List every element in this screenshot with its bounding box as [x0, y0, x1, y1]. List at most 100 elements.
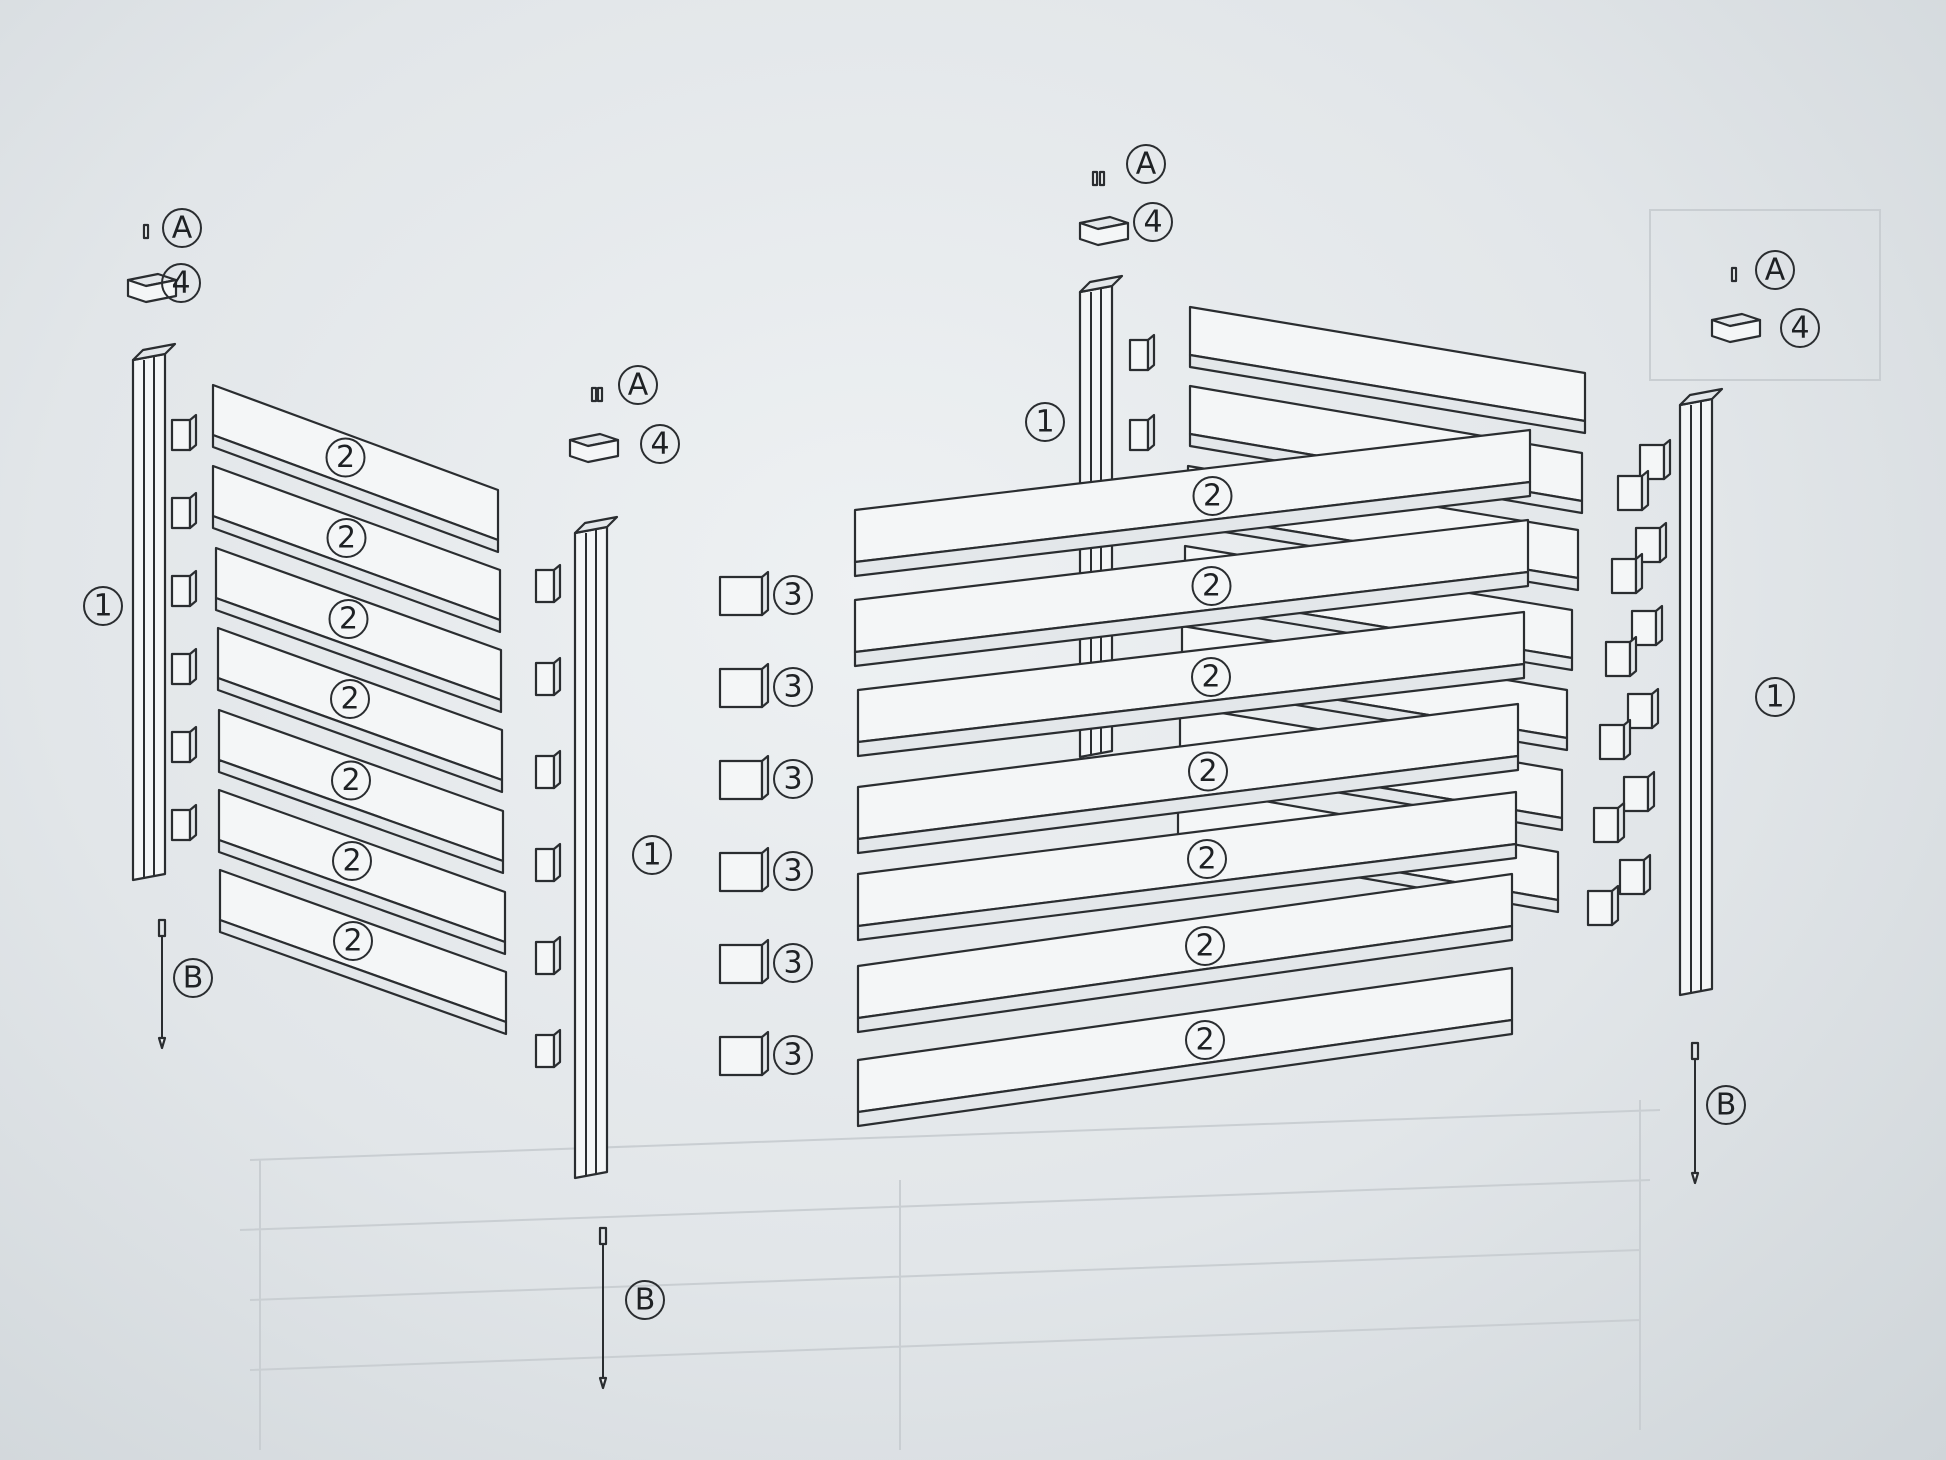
label-screw-left-outer-circle — [162, 208, 202, 248]
block-loose-2-front — [718, 667, 764, 709]
label-board-left-7: 2 — [333, 921, 373, 961]
block-loose-6 — [718, 1030, 770, 1077]
block-left-inner-6 — [534, 1028, 562, 1069]
block-right-front-5-front — [1592, 806, 1620, 844]
board-left-4 — [216, 626, 504, 794]
block-loose-3 — [718, 754, 770, 801]
block-left-outer-6-front — [170, 808, 192, 842]
post-left-outer — [131, 342, 177, 882]
screw-left-outer — [142, 223, 150, 240]
block-back-2 — [1128, 413, 1156, 452]
block-right-front-1 — [1616, 469, 1650, 512]
board-left-3 — [214, 546, 503, 714]
label-board-front-2-circle — [1191, 566, 1232, 606]
block-right-front-6 — [1586, 884, 1620, 927]
block-left-outer-2-side — [188, 491, 198, 530]
board-front-3-edge — [856, 662, 1526, 758]
label-block-5: 3 — [773, 943, 813, 983]
block-loose-4-front — [718, 851, 764, 893]
label-post-right: 1 — [1755, 677, 1795, 717]
background-show-through — [239, 209, 1881, 1450]
stake-left-outer — [157, 918, 167, 1050]
label-stake-left-inner-circle — [625, 1280, 665, 1320]
label-board-front-5: 2 — [1187, 839, 1227, 879]
post-left-inner — [573, 515, 619, 1180]
label-cap-back: 4 — [1133, 202, 1173, 242]
label-block-3: 3 — [773, 759, 813, 799]
label-block-4-circle — [773, 851, 813, 891]
label-block-1-circle — [773, 575, 813, 615]
label-board-left-5: 2 — [331, 760, 371, 801]
block-loose-1-front — [718, 575, 764, 617]
block-loose-4-side — [760, 846, 770, 893]
label-screw-left-outer: A — [162, 208, 202, 248]
screw-back-b — [1098, 170, 1106, 187]
block-right-front-2 — [1610, 552, 1644, 595]
label-board-front-1: 2 — [1192, 476, 1233, 516]
board-front-4-edge — [856, 754, 1520, 855]
label-board-front-3-text: 2 — [1201, 660, 1220, 695]
block-right-front-4-side — [1622, 718, 1632, 761]
label-stake-left-outer-text: B — [183, 961, 204, 996]
block-left-inner-5-side — [552, 935, 562, 976]
block-left-outer-4 — [170, 647, 198, 686]
block-right-back-1-side — [1662, 438, 1672, 481]
block-right-front-6-side — [1610, 884, 1620, 927]
stake-left-inner-tip — [598, 1376, 608, 1390]
block-right-front-2-side — [1634, 552, 1644, 595]
block-loose-6-front — [718, 1035, 764, 1077]
block-back-2-side — [1146, 413, 1156, 452]
stake-right-head — [1690, 1041, 1700, 1061]
label-board-left-6-circle — [332, 841, 372, 881]
label-cap-right-circle — [1780, 308, 1820, 348]
block-loose-1-side — [760, 570, 770, 617]
board-left-2 — [211, 464, 502, 634]
label-cap-right-text: 4 — [1790, 311, 1809, 346]
stake-left-outer-tip — [157, 1036, 167, 1050]
label-block-1: 3 — [773, 575, 813, 615]
label-screw-left-inner-circle — [618, 365, 658, 405]
board-left-6 — [217, 788, 507, 956]
post-left-inner-body — [573, 525, 609, 1180]
label-block-6-text: 3 — [783, 1038, 802, 1073]
block-loose-2 — [718, 662, 770, 709]
cap-back-body — [1078, 221, 1130, 247]
cap-back — [1078, 215, 1130, 247]
label-cap-left-inner: 4 — [640, 424, 680, 464]
label-screw-right-text: A — [1765, 253, 1786, 288]
label-post-right-circle — [1755, 677, 1795, 717]
label-board-front-1-text: 2 — [1203, 479, 1222, 514]
block-loose-5-front — [718, 943, 764, 985]
block-left-outer-1-side — [188, 413, 198, 452]
label-board-front-4-text: 2 — [1198, 754, 1217, 789]
block-loose-5 — [718, 938, 770, 985]
block-left-outer-2-front — [170, 496, 192, 530]
label-board-front-2-text: 2 — [1202, 569, 1221, 604]
post-back-top — [1078, 274, 1124, 294]
label-cap-left-inner-text: 4 — [650, 427, 669, 462]
block-right-back-2-side — [1658, 521, 1668, 564]
screw-right — [1730, 266, 1738, 283]
label-board-left-6-text: 2 — [342, 844, 361, 879]
post-left-outer-body — [131, 352, 167, 882]
block-right-front-4 — [1598, 718, 1632, 761]
block-left-inner-1-side — [552, 563, 562, 604]
board-front-2-edge — [853, 570, 1530, 668]
block-left-outer-1 — [170, 413, 198, 452]
block-left-outer-5 — [170, 725, 198, 764]
block-loose-3-front — [718, 759, 764, 801]
block-right-front-1-side — [1640, 469, 1650, 512]
label-stake-left-inner-text: B — [635, 1283, 656, 1318]
stake-left-inner — [598, 1226, 608, 1390]
block-loose-4 — [718, 846, 770, 893]
label-post-left-inner-text: 1 — [642, 838, 661, 873]
block-right-front-5 — [1592, 801, 1626, 844]
block-right-front-3-side — [1628, 635, 1638, 678]
block-right-back-5 — [1622, 770, 1656, 813]
board-left-5 — [217, 708, 505, 875]
cap-left-outer-body — [126, 278, 178, 304]
board-left-1-edge — [211, 433, 500, 554]
label-stake-right-text: B — [1716, 1088, 1737, 1123]
label-screw-left-outer-text: A — [172, 211, 193, 246]
label-stake-left-outer-circle — [173, 958, 213, 998]
